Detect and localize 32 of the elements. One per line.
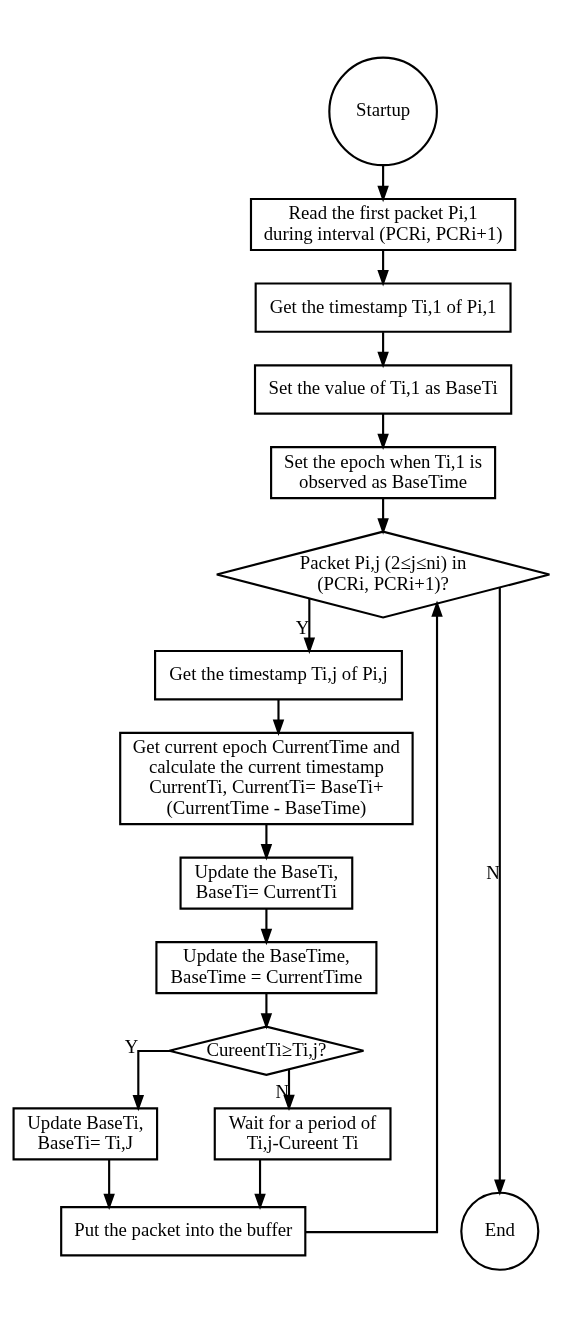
arrow	[377, 498, 389, 535]
arrow	[132, 1049, 170, 1112]
arrow	[260, 908, 273, 946]
node-box: Set the value of Ti,1 as BaseTi	[253, 364, 513, 415]
node-diamond: CureentTi≥Ti,j?	[168, 1025, 365, 1076]
node-box: Wait for a period of Ti,j-Cureent Ti	[213, 1107, 392, 1161]
node-box: Get current epoch CurrentTime and calculate the current timestamp CurrentTi, CurrentTi= BaseTi+ (CurrentTime - BaseTime)	[119, 731, 414, 826]
arrow	[283, 1069, 295, 1112]
node-circle: Startup	[328, 56, 438, 167]
arrow	[254, 1159, 266, 1211]
node-box: Read the first packet Pi,1 during interval (PCRi, PCRi+1)	[249, 197, 517, 252]
arrow	[260, 993, 273, 1030]
node-circle: End	[460, 1191, 540, 1271]
arrow	[272, 699, 285, 736]
node-box: Put the packet into the buffer	[60, 1206, 307, 1257]
node-box: Get the timestamp Ti,1 of Pi,1	[254, 282, 512, 333]
edge-label: Y	[124, 1035, 139, 1057]
node-box: Set the epoch when Ti,1 is observed as BaseTime	[270, 446, 497, 500]
node-box: Update BaseTi, BaseTi= Ti,J	[12, 1107, 159, 1161]
arrow	[103, 1159, 115, 1211]
node-box: Update the BaseTi, BaseTi= CurrentTi	[179, 856, 354, 910]
arrow	[377, 165, 389, 203]
node-box: Update the BaseTime, BaseTime = CurrentTime	[155, 941, 378, 995]
arrow	[377, 413, 389, 451]
arrow	[377, 250, 389, 287]
arrow	[260, 824, 273, 861]
arrow	[305, 600, 443, 1234]
arrow	[303, 598, 316, 654]
node-box: Get the timestamp Ti,j of Pi,j	[154, 649, 403, 701]
arrow	[377, 332, 389, 369]
edge-label: N	[486, 862, 500, 883]
arrow	[494, 587, 506, 1196]
